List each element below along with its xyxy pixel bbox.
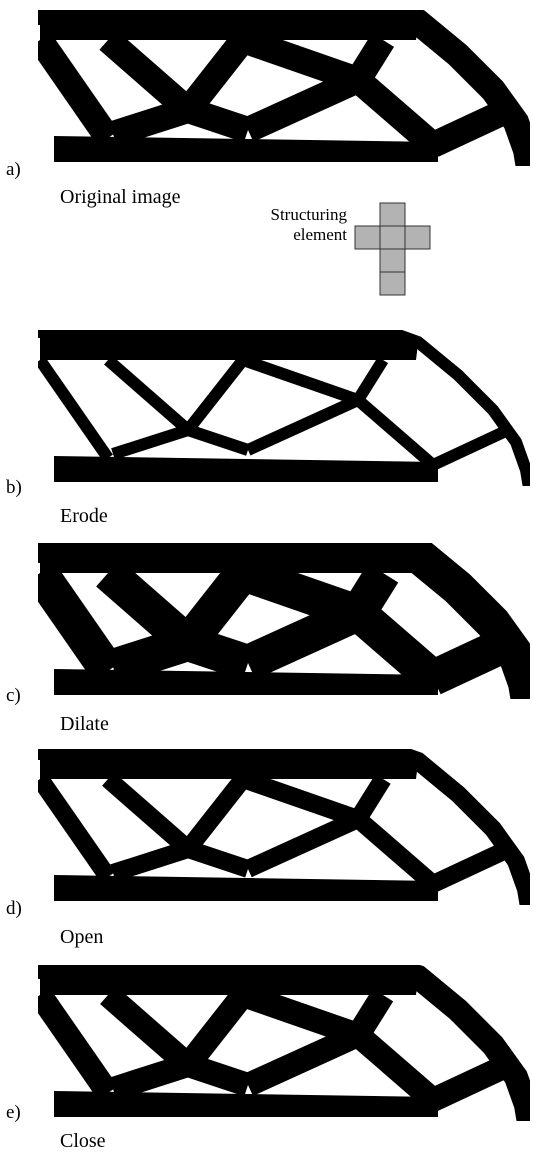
panel-letter: d) [6,898,22,919]
topology-image-open [39,750,529,902]
panel-letter: e) [6,1102,21,1123]
panel-caption: Erode [60,505,108,527]
structuring-element-cross [354,202,431,296]
panel-caption: Original image [60,186,181,208]
structuring-element-label: Structuring element [243,205,348,245]
topology-image-close [39,966,529,1118]
panel-letter: c) [6,685,21,706]
topology-image-dilate [39,544,529,696]
panel-caption: Dilate [60,713,109,735]
topology-image-erode [39,331,529,483]
se-label-line1: Structuring [270,205,348,224]
structuring-element: Structuring element [243,201,443,296]
panel-caption: Close [60,1130,106,1152]
panel-letter: b) [6,477,22,498]
se-label-line2: element [293,225,347,244]
panel-letter: a) [6,159,21,180]
panel-caption: Open [60,926,104,948]
topology-image-original [39,11,529,163]
